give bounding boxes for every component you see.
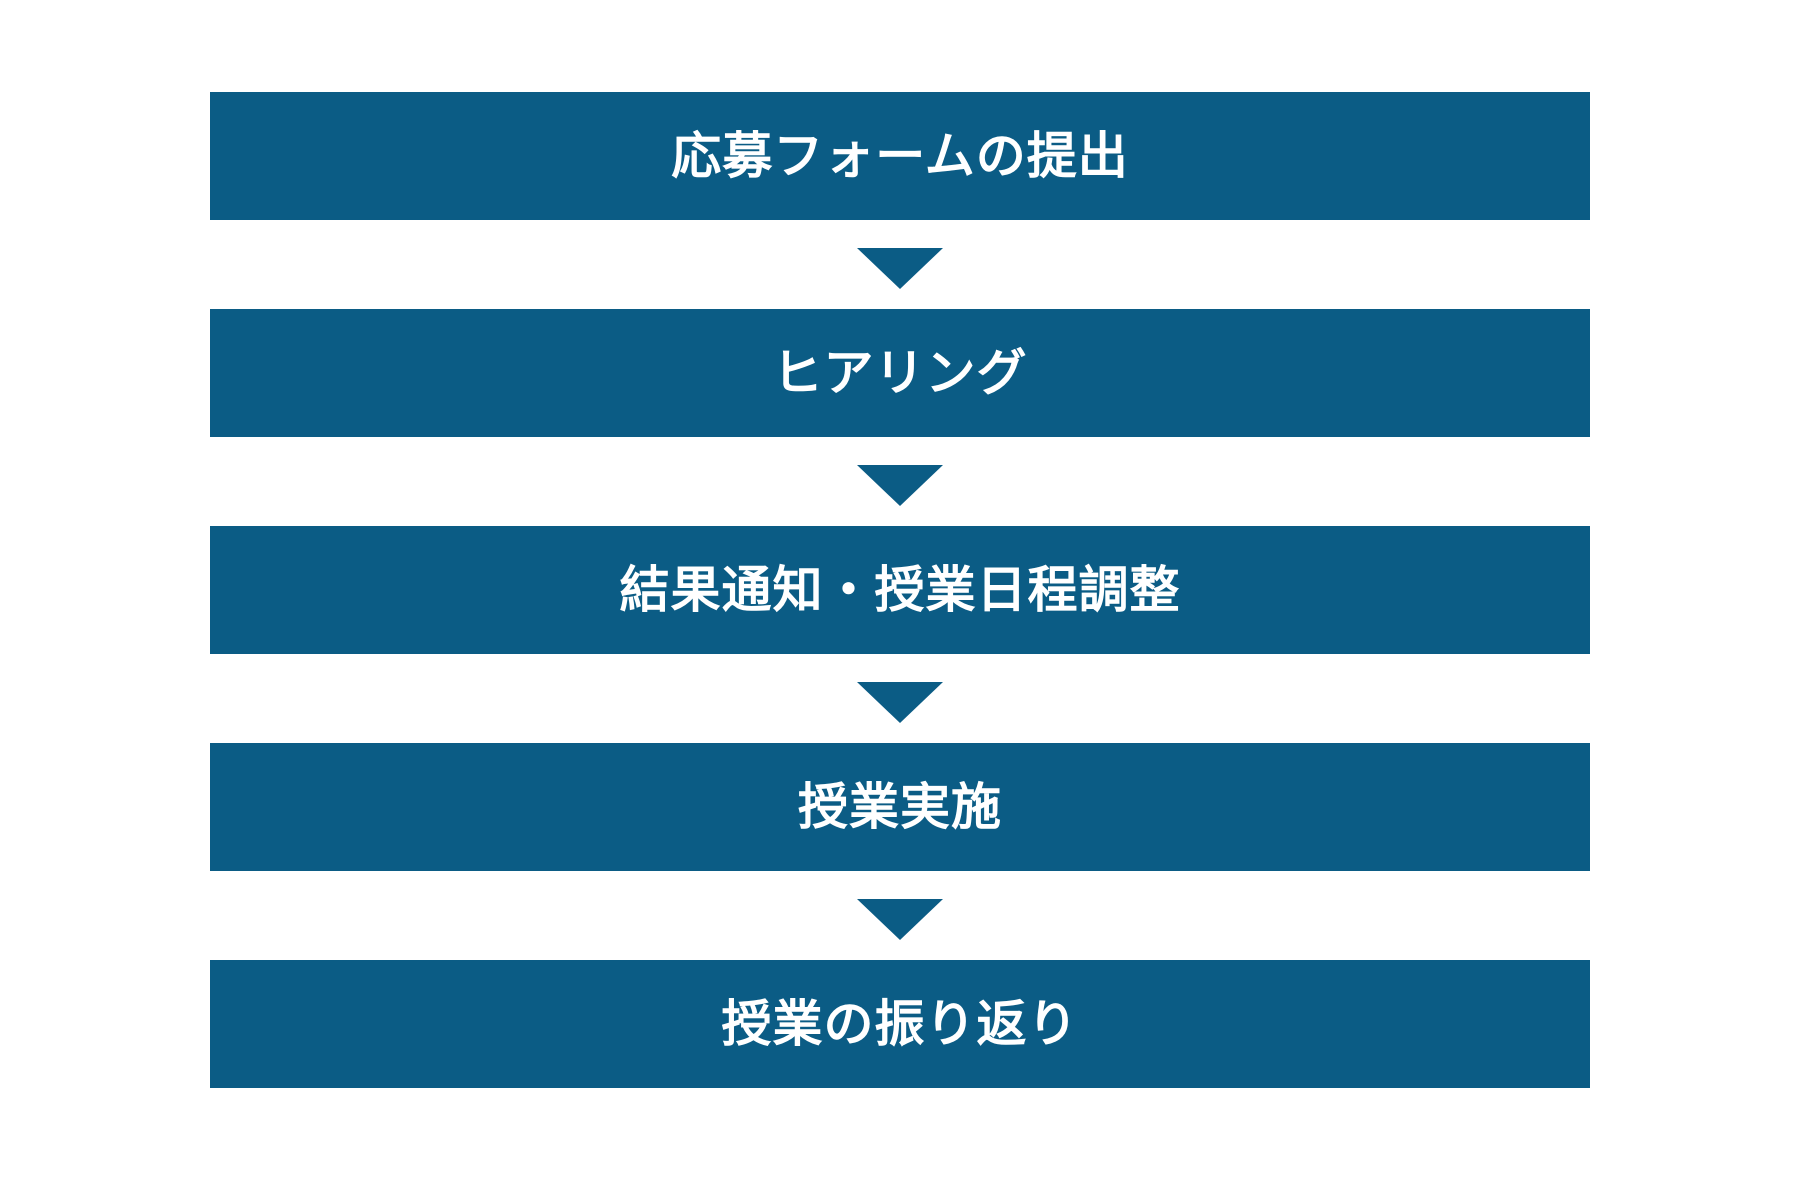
arrow-row [210,871,1590,960]
arrow-row [210,437,1590,526]
down-triangle-icon [857,682,943,723]
flow-step-label: 応募フォームの提出 [671,127,1129,185]
flow-step-application-form: 応募フォームの提出 [210,92,1590,220]
flow-step-label: 結果通知・授業日程調整 [619,561,1181,619]
process-flow: 応募フォームの提出 ヒアリング 結果通知・授業日程調整 授業実施 授業の振り返り [210,92,1590,1088]
flow-step-label: 授業実施 [798,778,1002,836]
down-triangle-icon [857,248,943,289]
flow-step-label: ヒアリング [772,344,1028,402]
down-triangle-icon [857,899,943,940]
flow-step-class-implementation: 授業実施 [210,743,1590,871]
flow-step-class-reflection: 授業の振り返り [210,960,1590,1088]
flow-step-result-schedule: 結果通知・授業日程調整 [210,526,1590,654]
down-triangle-icon [857,465,943,506]
arrow-row [210,220,1590,309]
arrow-row [210,654,1590,743]
flow-step-hearing: ヒアリング [210,309,1590,437]
flow-step-label: 授業の振り返り [721,995,1079,1053]
